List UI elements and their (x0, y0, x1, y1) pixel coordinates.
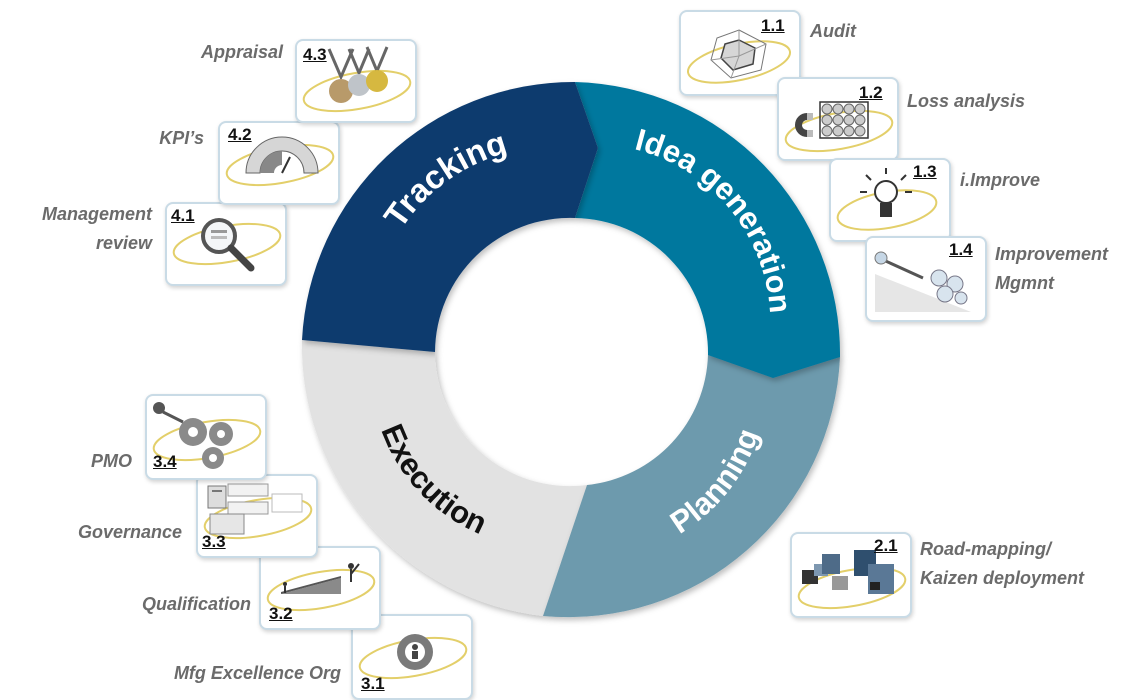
step-label-improvement-mgmnt: Improvement Mgmnt (995, 240, 1108, 298)
step-card-management-review: 4.1 (165, 202, 287, 286)
stairs-icon (266, 563, 376, 612)
puzzle-icon (797, 550, 907, 610)
step-label-pmo: PMO (90, 451, 132, 471)
step-card-i-improve: 1.3 (829, 158, 951, 242)
step-label-i-improve: i.Improve (960, 170, 1041, 190)
step-number-2-1: 2.1 (874, 536, 898, 555)
segment-planning (543, 355, 840, 618)
cogs-icon (152, 402, 262, 469)
step-card-governance: 3.3 (196, 474, 318, 558)
step-label-line-2: Mgmnt (995, 273, 1054, 293)
step-label-line-2: review (95, 233, 152, 253)
step-number-3-3: 3.3 (202, 532, 226, 551)
medals-icon (302, 46, 412, 113)
step-card-pmo: 3.4 (145, 394, 267, 480)
step-label-line-1: Management (41, 204, 152, 224)
step-label-governance: Governance (77, 522, 182, 542)
segment-execution (301, 340, 587, 616)
step-number-1-3: 1.3 (913, 162, 937, 181)
step-card-kpis: 4.2 (218, 121, 340, 205)
step-label-loss-analysis: Loss analysis (907, 91, 1026, 111)
step-number-3-1: 3.1 (361, 674, 385, 693)
magnet-icon (784, 101, 894, 153)
step-number-1-4: 1.4 (949, 240, 973, 259)
step-label-kpis: KPI’s (159, 128, 204, 148)
step-label-line-1: Road-mapping/ (920, 539, 1051, 559)
step-label-mfg-excellence-org: Mfg Excellence Org (173, 663, 341, 683)
step-label-line-2: Kaizen deployment (920, 568, 1085, 588)
step-label-management-review: Management review (42, 200, 152, 258)
step-label-audit: Audit (810, 21, 856, 41)
step-label-appraisal: Appraisal (200, 42, 283, 62)
segment-idea-generation (575, 82, 841, 378)
step-card-improvement-mgmnt: 1.4 (865, 236, 987, 322)
segment-tracking (302, 81, 598, 352)
gears-slope-icon (874, 251, 971, 312)
step-number-1-1: 1.1 (761, 16, 785, 35)
step-number-4-1: 4.1 (171, 206, 195, 225)
step-label-qualification: Qualification (141, 594, 251, 614)
step-card-appraisal: 4.3 (295, 39, 417, 123)
step-number-3-4: 3.4 (153, 452, 177, 471)
radar-chart-icon (686, 29, 792, 84)
step-number-4-3: 4.3 (303, 45, 327, 64)
lightbulb-icon (836, 168, 938, 231)
step-number-3-2: 3.2 (269, 604, 293, 623)
step-label-line-1: Improvement (995, 244, 1109, 264)
step-number-1-2: 1.2 (859, 83, 883, 102)
gauge-icon (225, 136, 335, 187)
magnifier-icon (172, 218, 282, 272)
step-number-4-2: 4.2 (228, 125, 252, 144)
documents-icon (203, 483, 313, 540)
org-circle-icon (358, 634, 468, 680)
step-card-road-mapping: 2.1 (790, 532, 912, 618)
step-card-loss-analysis: 1.2 (777, 77, 899, 161)
step-label-road-mapping: Road-mapping/ Kaizen deployment (920, 535, 1084, 593)
step-card-qualification: 3.2 (259, 546, 381, 630)
